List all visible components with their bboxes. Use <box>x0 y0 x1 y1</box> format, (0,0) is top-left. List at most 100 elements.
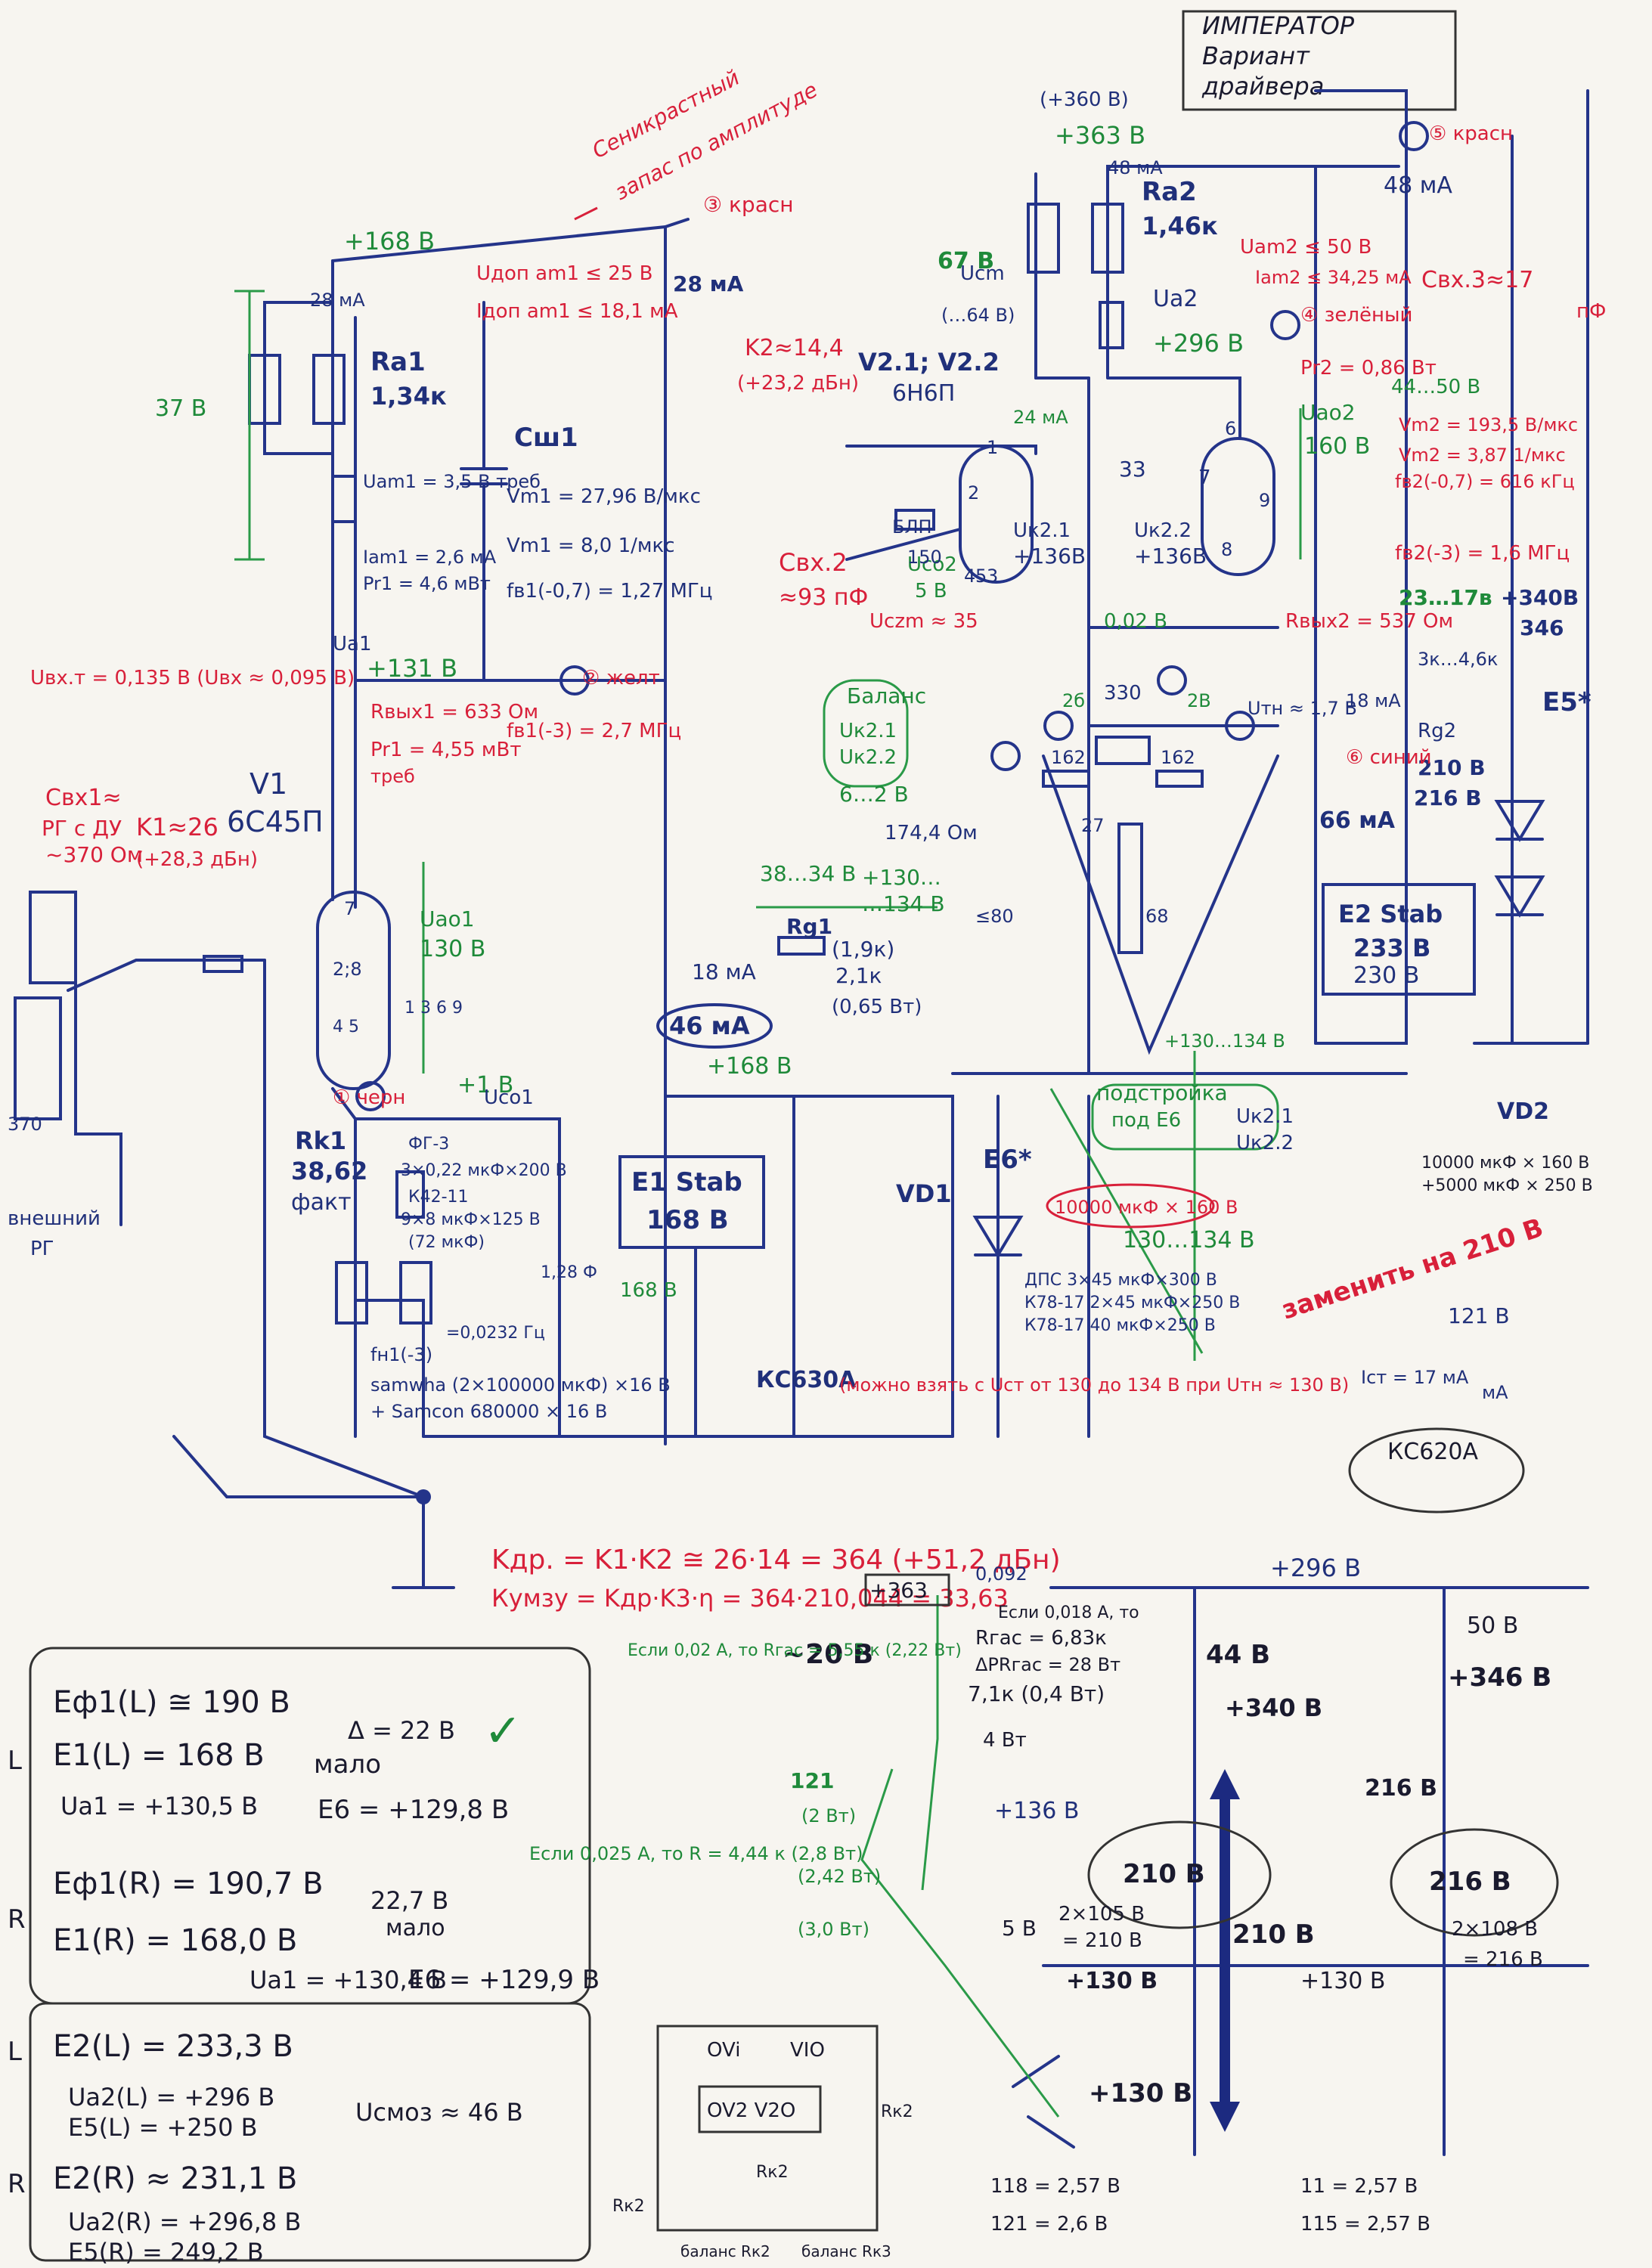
feedback-arrow <box>574 206 598 221</box>
label-pin5-red: ⑤ красн <box>1429 122 1513 145</box>
label-r162-b: 162 <box>1161 747 1195 768</box>
pcb-rk2-a: Rк2 <box>881 2102 913 2121</box>
label-pin2-red: ② желт <box>582 667 660 689</box>
ellipse-kc620 <box>1348 1427 1525 1514</box>
label-cap-3x022: 3×0,22 мкФ×200 В <box>401 1161 567 1180</box>
label-370: 370 <box>8 1114 42 1135</box>
br-20v: ~20 В <box>783 1639 873 1670</box>
label-kumzu: Кумзу = Kдр·K3·η = 364·210,044 = 33,63 <box>491 1584 1009 1613</box>
label-e6-range: +130…134 В <box>1164 1030 1285 1052</box>
label-kdr: Kдр. = K1·K2 ≅ 26·14 = 364 (+51,2 дБн) <box>491 1545 1061 1576</box>
label-r330: 330 <box>1104 682 1142 705</box>
label-vm1-b: Vm1 = 8,0 1/мкс <box>507 534 675 557</box>
label-cap-e6: 10000 мкФ × 160 В <box>1055 1197 1238 1218</box>
title-line2: Вариант <box>1202 42 1310 70</box>
label-kc630: КС630А <box>756 1367 857 1393</box>
label-pin-5: 5 <box>975 565 987 587</box>
label-vm1: Vm1 = 27,96 В/мкс <box>507 485 701 508</box>
br-210eq: = 210 В <box>1062 1929 1142 1952</box>
box3-side: L <box>8 2037 22 2067</box>
label-balance: Баланс <box>847 683 926 708</box>
br-calc-2: 121 = 2,6 В <box>990 2213 1108 2235</box>
br-242w: (2,42 Вт) <box>798 1866 881 1887</box>
box4-line2: Ua2(R) = +296,8 В <box>68 2208 301 2236</box>
title-line3: драйвера <box>1201 72 1324 101</box>
box1-low: мало <box>314 1749 381 1780</box>
label-136v-b: +136В <box>1134 544 1207 569</box>
label-e2-stab: E2 Stab <box>1338 900 1443 928</box>
label-r68: 68 <box>1145 906 1169 927</box>
label-uk21: Uк2.1 <box>1013 519 1071 542</box>
label-134v: …134 В <box>862 891 945 916</box>
label-cap-9x8: 9×8 мкФ×125 В <box>401 1210 541 1229</box>
label-uao1-value: 130 В <box>420 936 485 962</box>
pcb-balance-1: баланс Rк2 <box>680 2242 770 2260</box>
label-346: 346 <box>1520 615 1564 640</box>
label-rvyx1: Rвых1 = 633 Ом <box>370 701 538 723</box>
label-plus131: +131 В <box>367 654 457 683</box>
label-ucm: Ucm <box>960 262 1005 285</box>
br-plus363: +363 <box>869 1578 928 1603</box>
label-pin1-red: ① черн <box>333 1086 405 1109</box>
br-calc-3: 11 = 2,57 В <box>1300 2175 1418 2198</box>
label-0232hz: =0,0232 Гц <box>446 1324 545 1343</box>
box4-line1: E2(R) ≈ 231,1 В <box>53 2161 297 2196</box>
label-ra1-value: 1,34к <box>370 382 447 411</box>
label-24ma: 24 мА <box>1013 407 1068 428</box>
label-uam2-max: Uam2 ≤ 50 В <box>1240 236 1372 259</box>
label-67v: 67 В <box>938 248 994 274</box>
ellipse-46ma <box>656 1003 773 1049</box>
label-trim: подстройка <box>1096 1080 1228 1105</box>
label-uvxm-min: Uвх.т = 0,135 В (Uвх ≈ 0,095 В) <box>30 667 355 689</box>
label-64v: (…64 В) <box>941 305 1015 326</box>
label-r174: 174,4 Ом <box>885 822 978 844</box>
label-dps: ДПС 3×45 мкФ×300 В <box>1024 1271 1217 1290</box>
box2-line2: E1(R) = 168,0 В <box>53 1923 297 1958</box>
br-plus130-c: +130 В <box>1089 2078 1192 2108</box>
trim-outline <box>1091 1083 1279 1151</box>
label-rg1-value: (1,9к) <box>832 937 894 962</box>
label-kc620: КС620А <box>1387 1439 1479 1465</box>
label-fv1: fв1(-3) = 2,7 МГц <box>507 720 681 742</box>
label-r150: 150 <box>907 547 942 568</box>
label-plus168: +168 В <box>344 227 435 256</box>
label-fg3: ФГ-3 <box>408 1135 449 1154</box>
br-30w: (3,0 Вт) <box>798 1919 869 1940</box>
label-216v: 216 В <box>1414 785 1482 810</box>
br-50v: 50 В <box>1467 1613 1518 1639</box>
label-cvx2: Свх.2 <box>779 548 848 577</box>
label-pin45: 4 5 <box>333 1018 359 1036</box>
br-346v: +346 В <box>1448 1662 1551 1693</box>
label-tube1: 6С45П <box>227 805 324 838</box>
label-uczm: Uсzm ≈ 35 <box>869 610 978 633</box>
label-5v: 5 В <box>915 580 947 603</box>
label-vm2: Vm2 = 193,5 В/мкс <box>1399 414 1578 435</box>
label-uk22-b: Uк2.2 <box>1236 1132 1294 1154</box>
label-128f: 1,28 Ф <box>541 1263 597 1282</box>
label-pin-9: 9 <box>1259 490 1270 511</box>
label-pin-3: 3 <box>987 565 998 587</box>
box2-e6: E6 = +129,9 В <box>408 1965 600 1995</box>
br-216v-a: 216 В <box>1365 1775 1437 1802</box>
label-121v: 121 В <box>1448 1303 1510 1328</box>
pcb-balance-2: баланс Rк3 <box>801 2242 891 2260</box>
measurement-lines <box>234 290 1302 1361</box>
label-trim-e6: под E6 <box>1111 1109 1181 1132</box>
label-rg1: Rg1 <box>786 914 832 939</box>
box4-side: R <box>8 2169 26 2199</box>
box3-line1: E2(L) = 233,3 В <box>53 2029 293 2064</box>
br-plus130-b: +130 В <box>1300 1968 1386 1994</box>
label-pin6-red: ⑥ синий <box>1346 746 1432 769</box>
label-iam2-max: Iam2 ≤ 34,25 мА <box>1255 267 1412 288</box>
br-121: 121 <box>790 1768 834 1793</box>
label-37v: 37 В <box>155 395 206 422</box>
label-k42: К42-11 <box>408 1188 469 1207</box>
label-fv2-b: fв2(-0,7) = 616 кГц <box>1395 471 1575 492</box>
label-2v: 2В <box>1187 690 1211 711</box>
label-e1-stab: E1 Stab <box>631 1167 742 1198</box>
br-363-box <box>864 1573 950 1606</box>
label-ua1: Ua1 <box>333 633 372 655</box>
label-rg: РГ <box>30 1238 54 1260</box>
label-e1-voltage: 168 В <box>646 1205 729 1235</box>
br-216v-b: 216 В <box>1429 1867 1511 1897</box>
